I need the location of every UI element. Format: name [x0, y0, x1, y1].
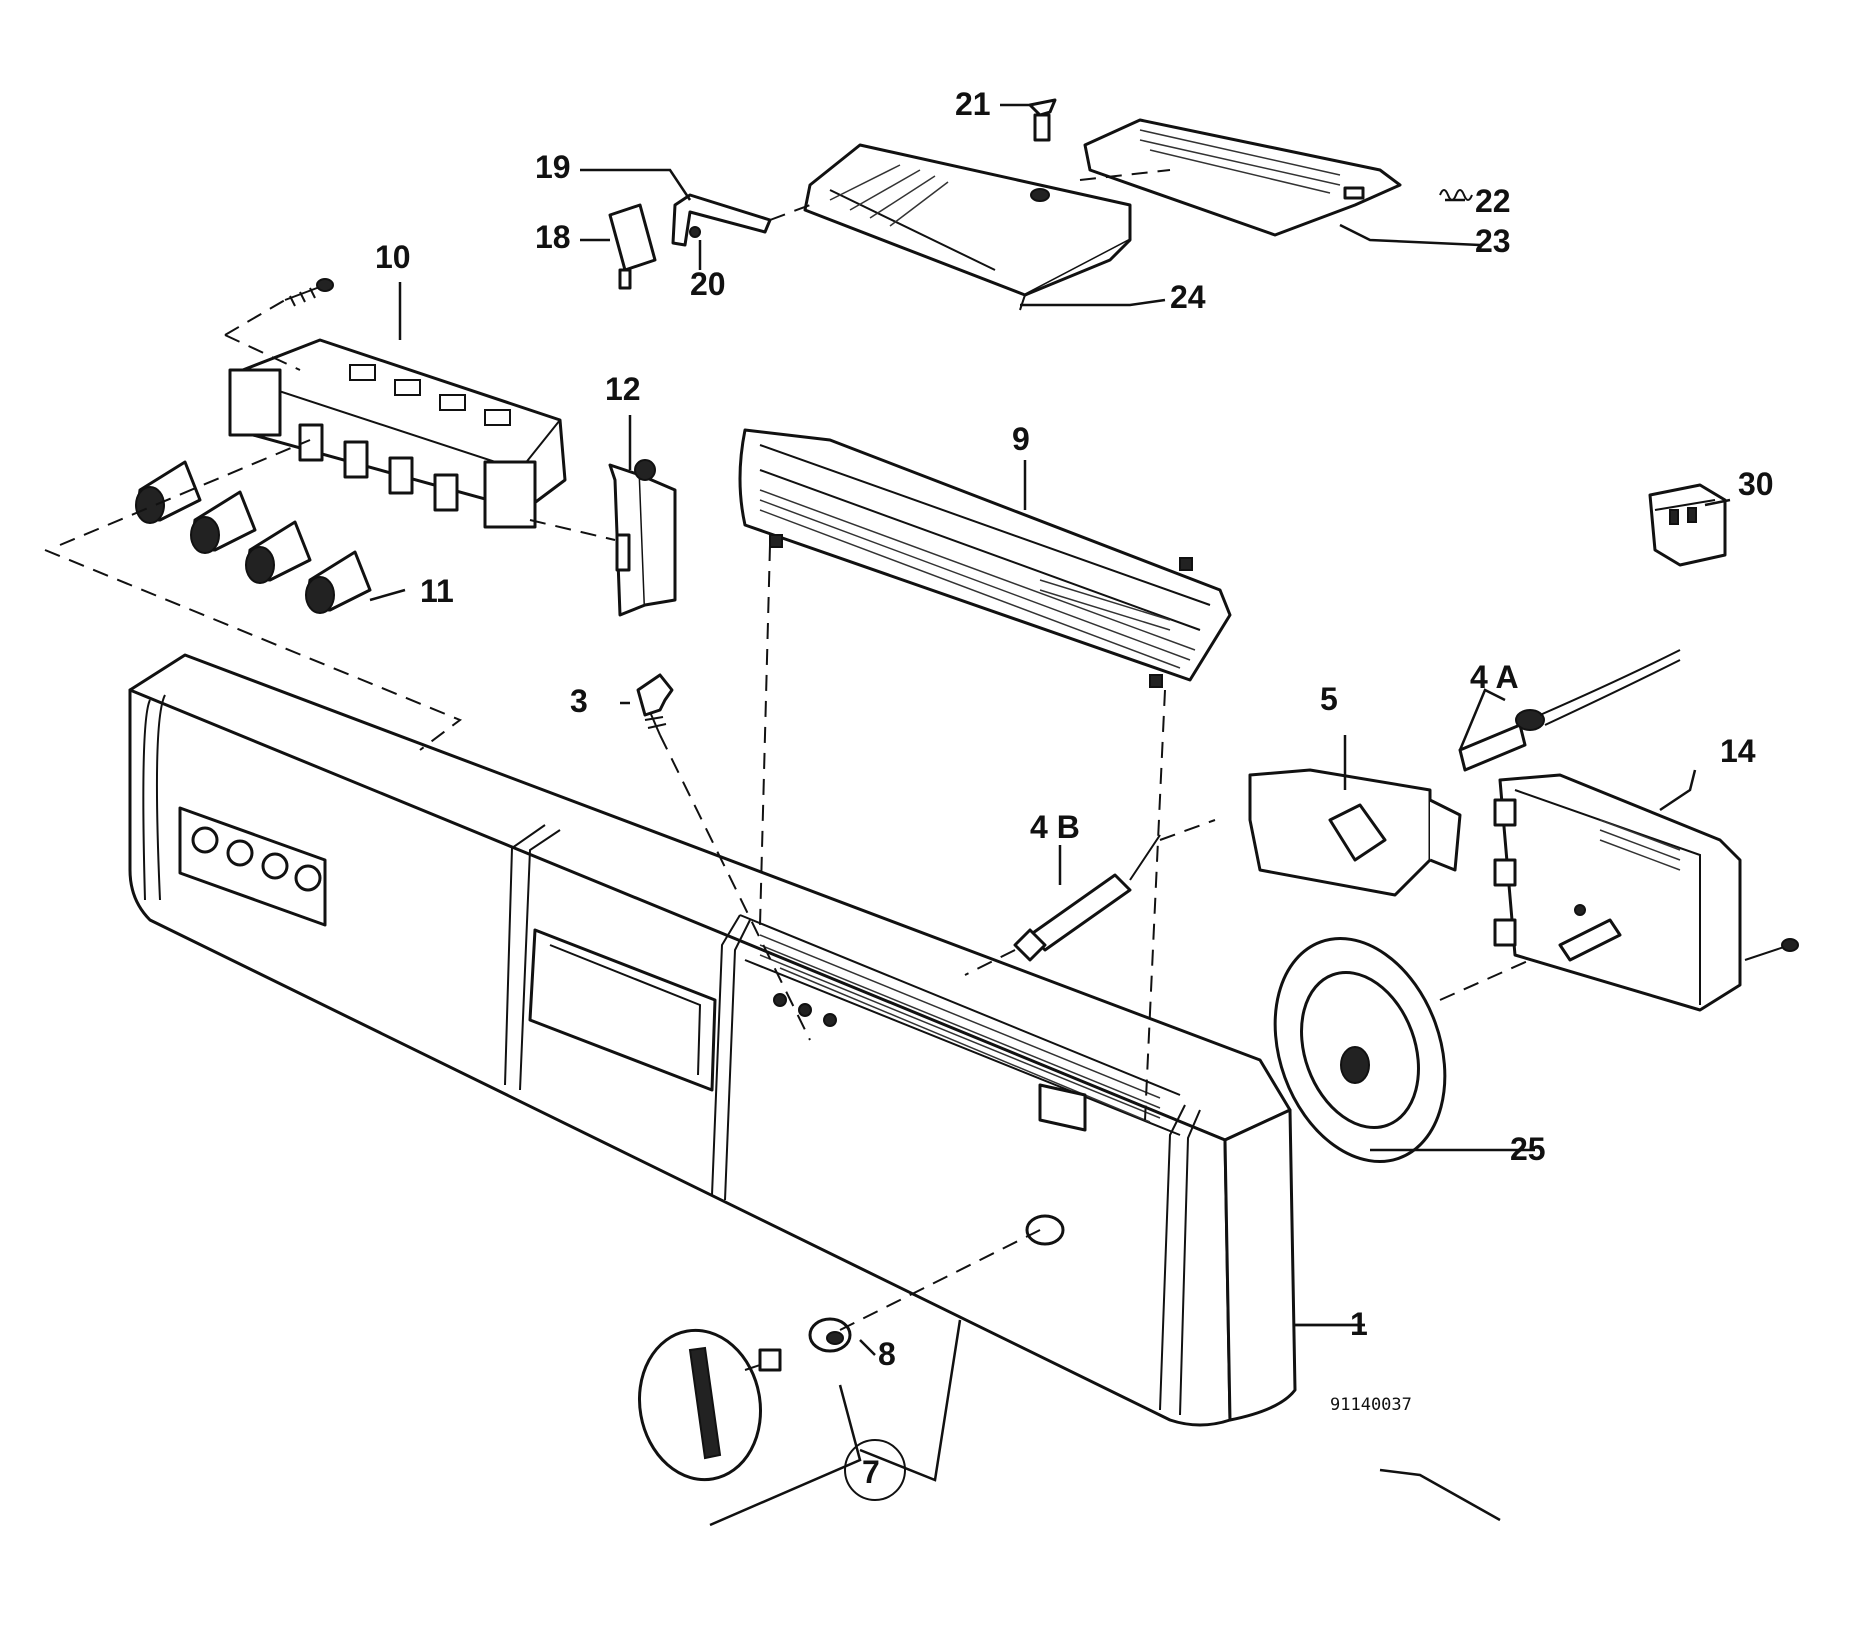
- label-3: 3: [570, 683, 588, 719]
- part-4a-sensor-cable: [1458, 649, 1681, 772]
- part-5-door-lock: [1248, 768, 1462, 897]
- label-20: 20: [690, 266, 726, 302]
- screw-icon: [1744, 938, 1799, 961]
- assembly-guide-lines: [44, 169, 1531, 1331]
- part-18-micro-switch: [608, 203, 657, 290]
- label-21: 21: [955, 86, 991, 122]
- part-7-knob: [637, 1328, 782, 1482]
- part-20-washer: [689, 226, 701, 238]
- label-30: 30: [1738, 466, 1774, 502]
- control-panel-housing: [128, 653, 1297, 1427]
- label-23: 23: [1475, 223, 1511, 259]
- label-22: 22: [1475, 183, 1511, 219]
- part-labels: 1 3 4 A 4 B 5 7 8 9 10 11 12 14 18 19 20…: [375, 86, 1774, 1490]
- part-11-button-caps: [135, 460, 372, 614]
- part-12-bracket: [608, 459, 677, 617]
- part-23-slider: [1083, 118, 1402, 237]
- label-14: 14: [1720, 733, 1756, 769]
- label-10: 10: [375, 239, 411, 275]
- part-10-switch-block: [228, 338, 567, 529]
- label-25: 25: [1510, 1131, 1546, 1167]
- screw-icon: [284, 278, 334, 307]
- drawing-number: 91140037: [1330, 1395, 1412, 1415]
- label-12: 12: [605, 371, 641, 407]
- part-19-rod: [671, 193, 772, 247]
- label-4b: 4 B: [1030, 809, 1080, 845]
- part-21-screw: [1028, 98, 1057, 142]
- label-18: 18: [535, 219, 571, 255]
- label-11: 11: [420, 573, 454, 609]
- part-9-cover-strip: [738, 428, 1232, 688]
- label-9: 9: [1012, 421, 1030, 457]
- part-3-screw: [636, 673, 674, 736]
- part-24-latch-housing: [803, 143, 1132, 311]
- label-7: 7: [862, 1454, 880, 1490]
- label-8: 8: [878, 1336, 896, 1372]
- part-7-circle-marker: [844, 1439, 906, 1501]
- label-5: 5: [1320, 681, 1338, 717]
- label-1: 1: [1350, 1306, 1368, 1342]
- label-24: 24: [1170, 279, 1206, 315]
- part-30-connector: [1648, 483, 1727, 567]
- part-8-insert: [808, 1317, 852, 1353]
- part-25-dial: [1273, 937, 1447, 1163]
- part-4b-thermistor: [1013, 834, 1161, 962]
- leader-lines: [369, 103, 1731, 1527]
- part-14-timer: [1493, 773, 1742, 1012]
- label-19: 19: [535, 149, 571, 185]
- part-22-spring: [1439, 189, 1473, 201]
- label-4a: 4 A: [1470, 659, 1519, 695]
